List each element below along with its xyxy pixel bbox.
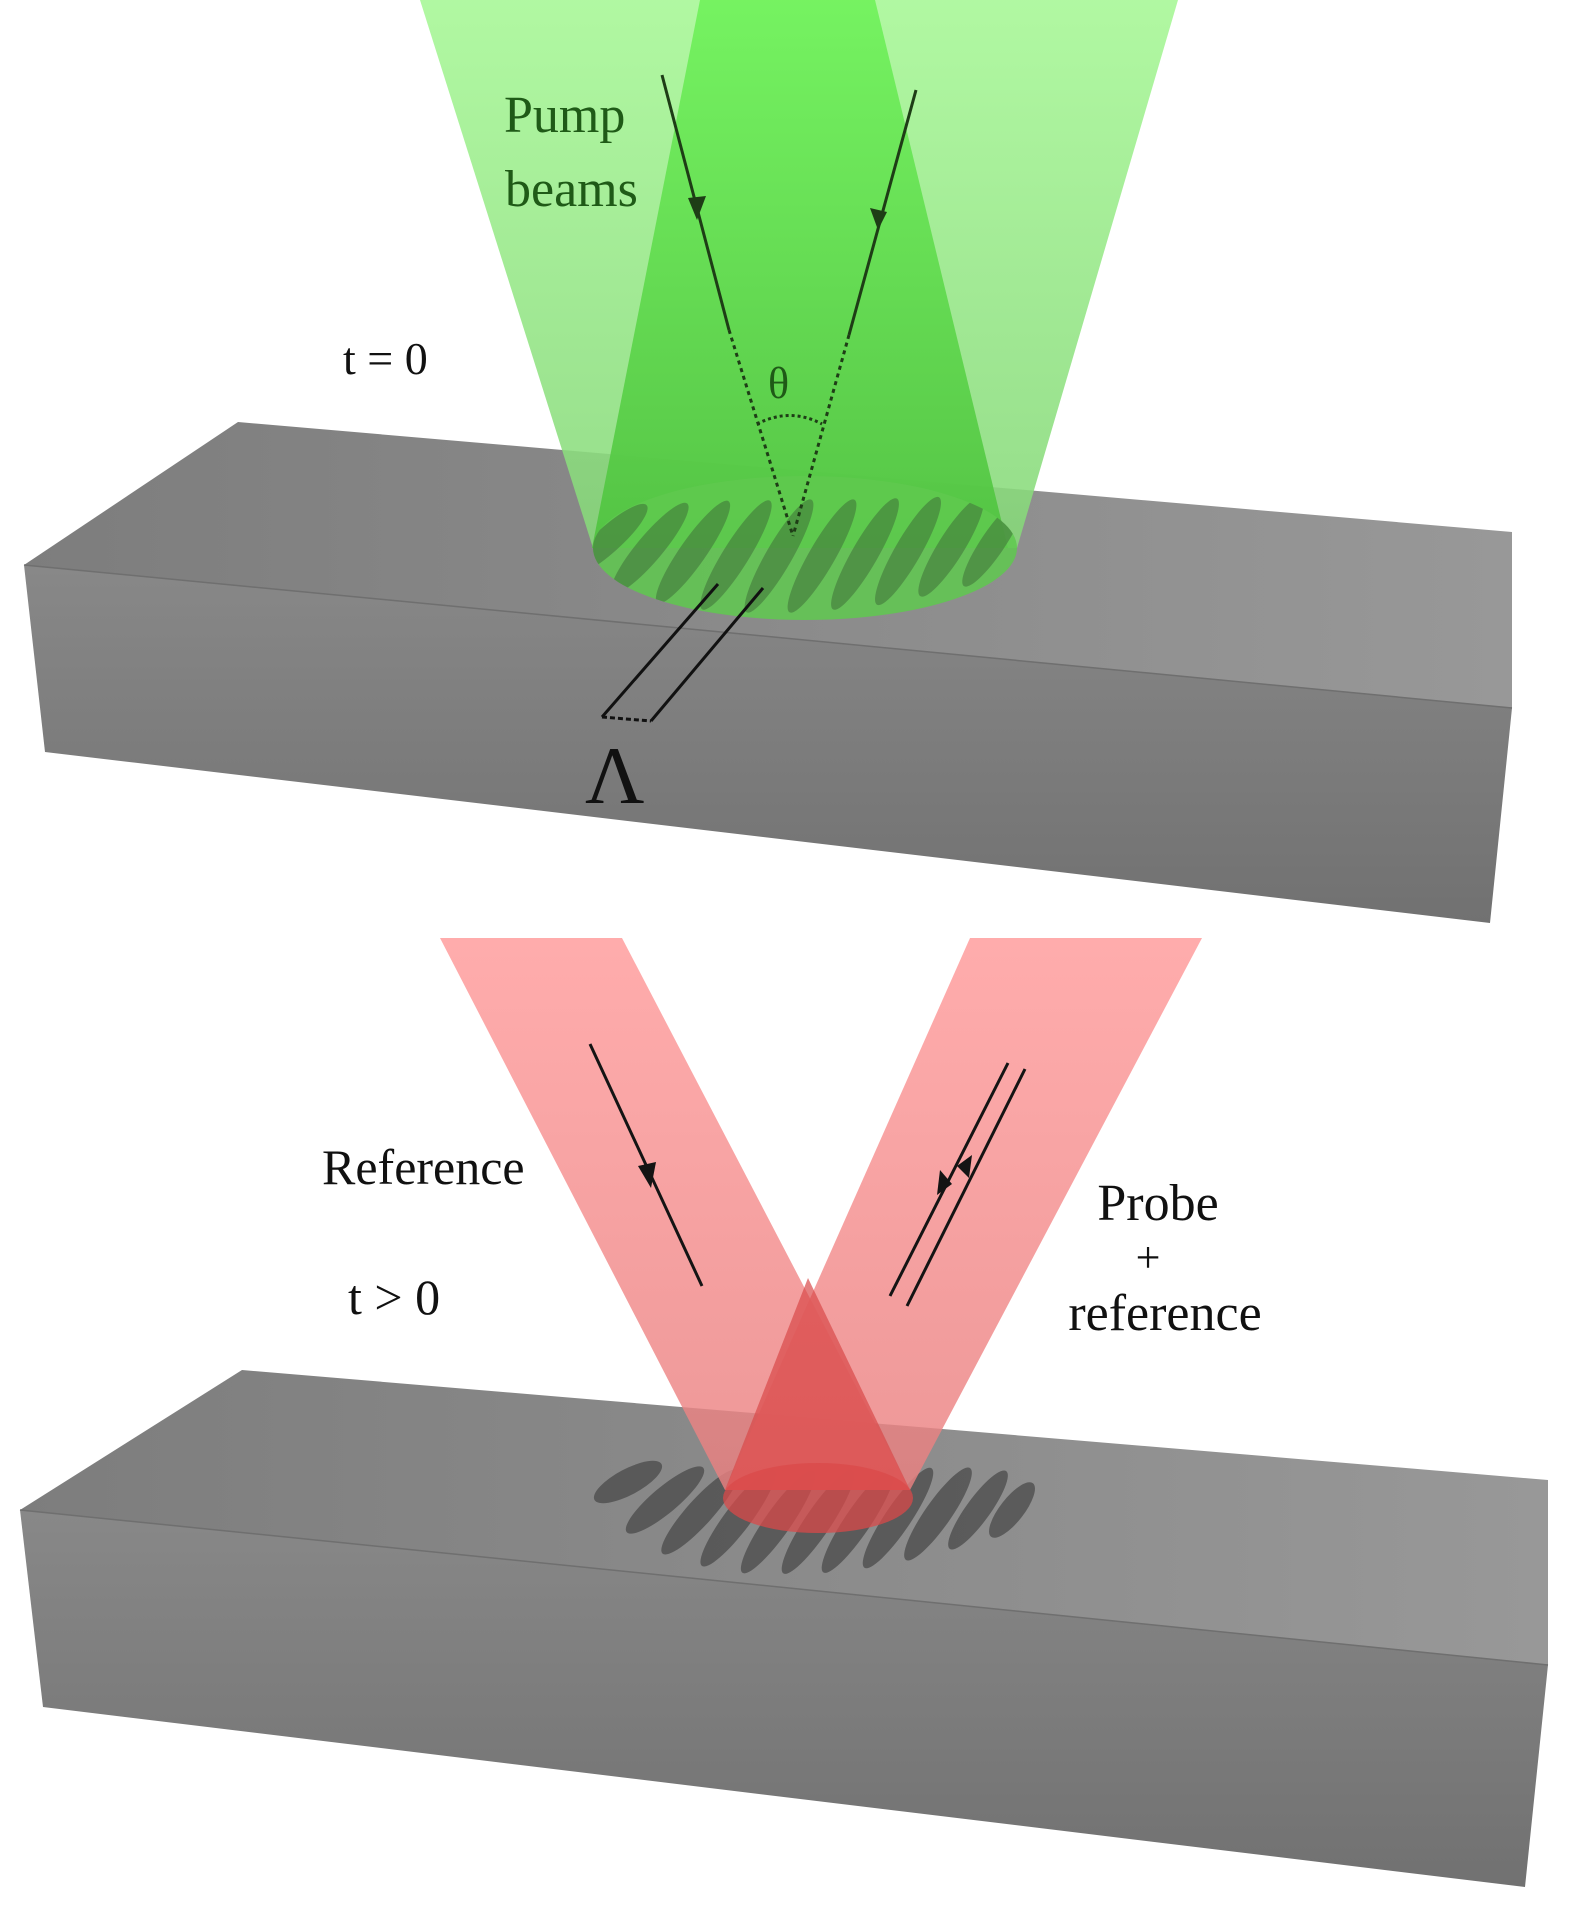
top-slab-front-face	[24, 565, 1512, 923]
pump-ray-left	[660, 74, 795, 537]
grating-period-label: Λ	[585, 730, 644, 821]
probe-label-line1: Probe	[1097, 1175, 1218, 1232]
pump-spot	[593, 476, 1017, 620]
angle-arc	[756, 414, 823, 426]
probe-spot	[723, 1463, 913, 1533]
pump-label-line1: Pump	[504, 87, 625, 144]
beam-overlap-region	[725, 1278, 910, 1490]
pump-label-line2: beams	[505, 161, 638, 218]
probe-label-line3: reference	[1068, 1285, 1261, 1342]
bottom-panel: Reference t > 0 Probe + reference	[19, 938, 1549, 1887]
probe-label-line2: +	[1136, 1233, 1161, 1282]
reference-ray	[588, 1043, 704, 1287]
top-time-label: t = 0	[343, 333, 428, 384]
angle-theta-label: θ	[768, 359, 789, 408]
top-grating-fringes	[593, 496, 1017, 613]
top-panel: Pump beams θ t = 0 Λ	[23, 0, 1513, 923]
reference-label: Reference	[322, 1139, 525, 1195]
grating-period-marker	[600, 583, 765, 723]
probe-reference-rays	[888, 1062, 1027, 1307]
probe-reference-beam	[725, 938, 1202, 1490]
pump-ray-right	[791, 89, 918, 537]
bottom-slab-front-face	[20, 1510, 1548, 1887]
bottom-time-label: t > 0	[348, 1269, 440, 1325]
